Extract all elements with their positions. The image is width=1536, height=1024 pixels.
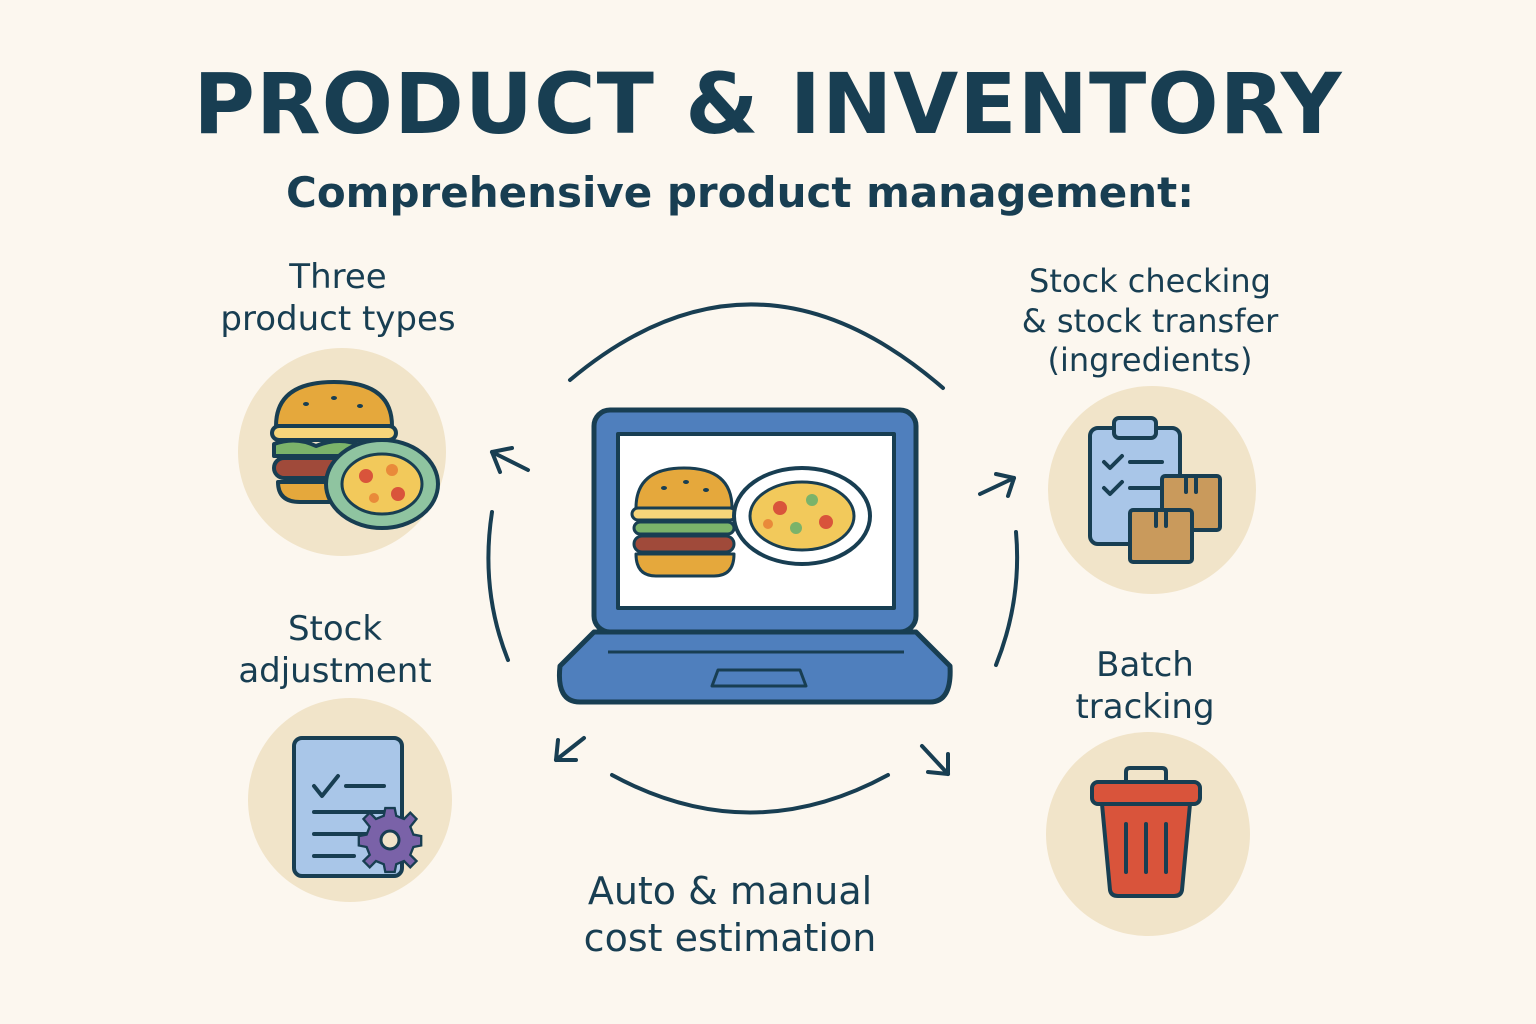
arc-bottom <box>610 773 890 815</box>
document-gear-icon <box>248 698 452 902</box>
clipboard-boxes-icon <box>1048 386 1256 594</box>
label-batch-tracking: Batch tracking <box>1075 645 1215 728</box>
page-title: PRODUCT & INVENTORY <box>193 55 1343 153</box>
arc-left <box>486 510 510 662</box>
arrow-upper-left <box>490 446 530 474</box>
arrow-lower-right <box>920 744 950 776</box>
laptop-food-icon <box>556 407 953 705</box>
label-stock-adjustment: Stock adjustment <box>238 609 432 692</box>
arc-top <box>568 302 945 390</box>
arrow-lower-left <box>554 736 586 762</box>
trash-bin-icon <box>1046 732 1250 936</box>
arc-right <box>994 530 1020 667</box>
burger-and-plate-icon <box>238 348 446 556</box>
arrow-upper-right <box>978 472 1016 498</box>
label-cost-estimation: Auto & manual cost estimation <box>583 869 877 961</box>
label-product-types: Three product types <box>220 257 456 340</box>
page-subtitle: Comprehensive product management: <box>286 168 1194 217</box>
label-stock-checking: Stock checking & stock transfer (ingredi… <box>1021 262 1279 380</box>
cycle-arrows-icon <box>486 302 1020 815</box>
